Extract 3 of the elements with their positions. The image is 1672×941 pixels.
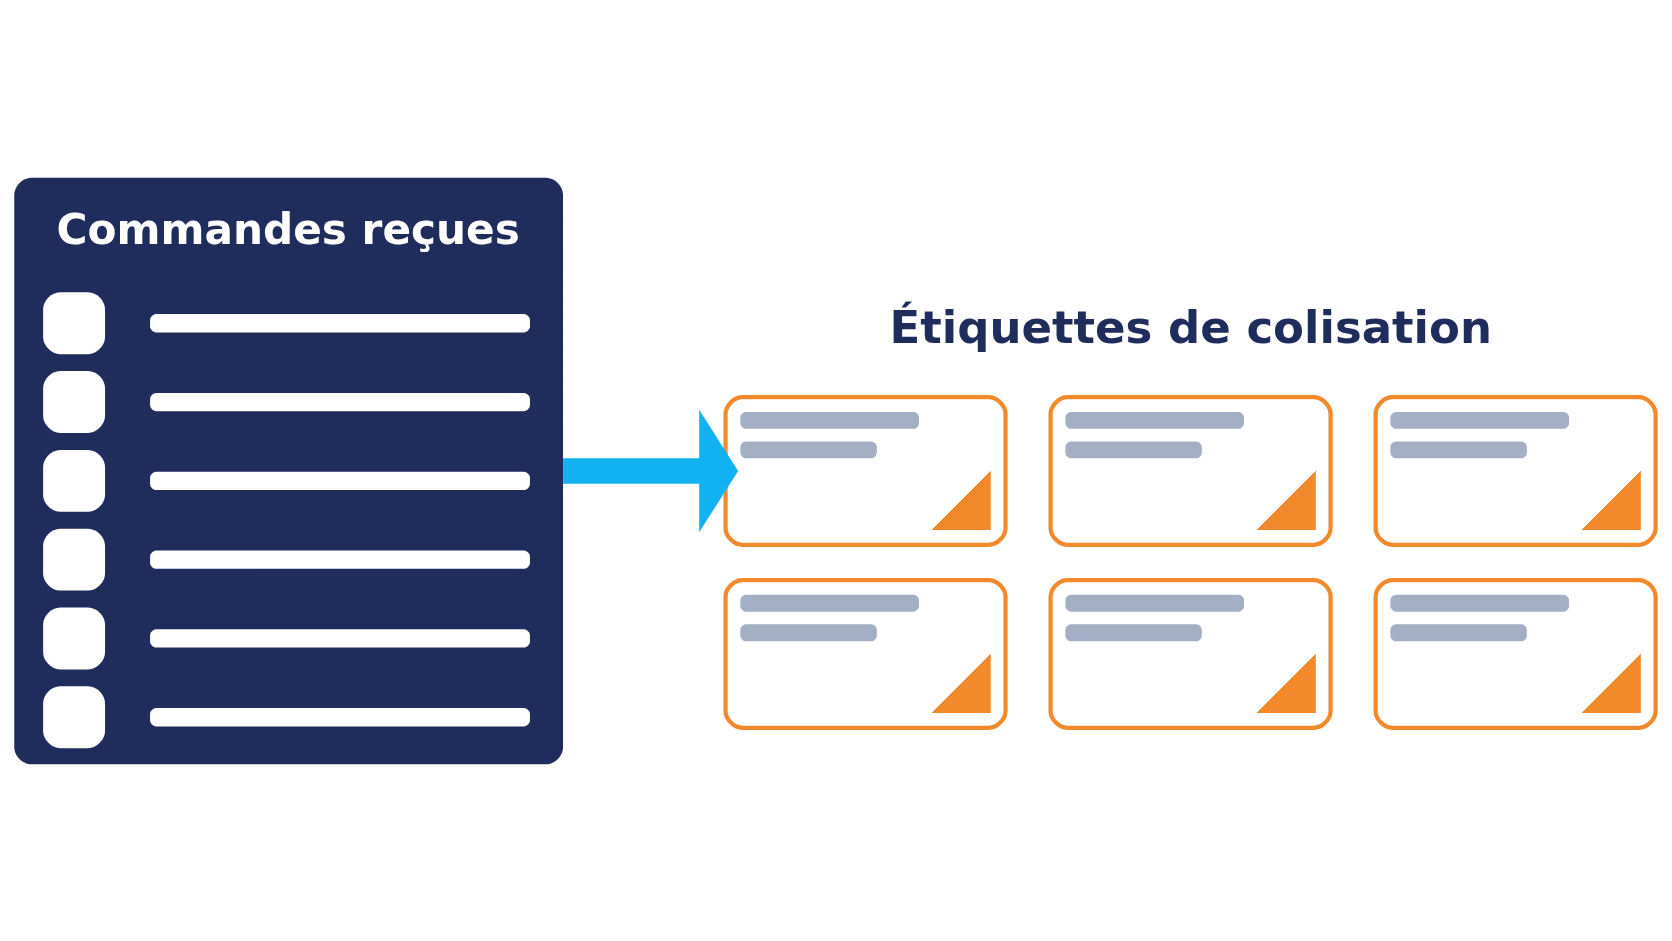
label: Étiquettes de colisation (889, 300, 1492, 354)
node-box: Commandes reçues (14, 177, 564, 764)
arrow (563, 409, 739, 532)
